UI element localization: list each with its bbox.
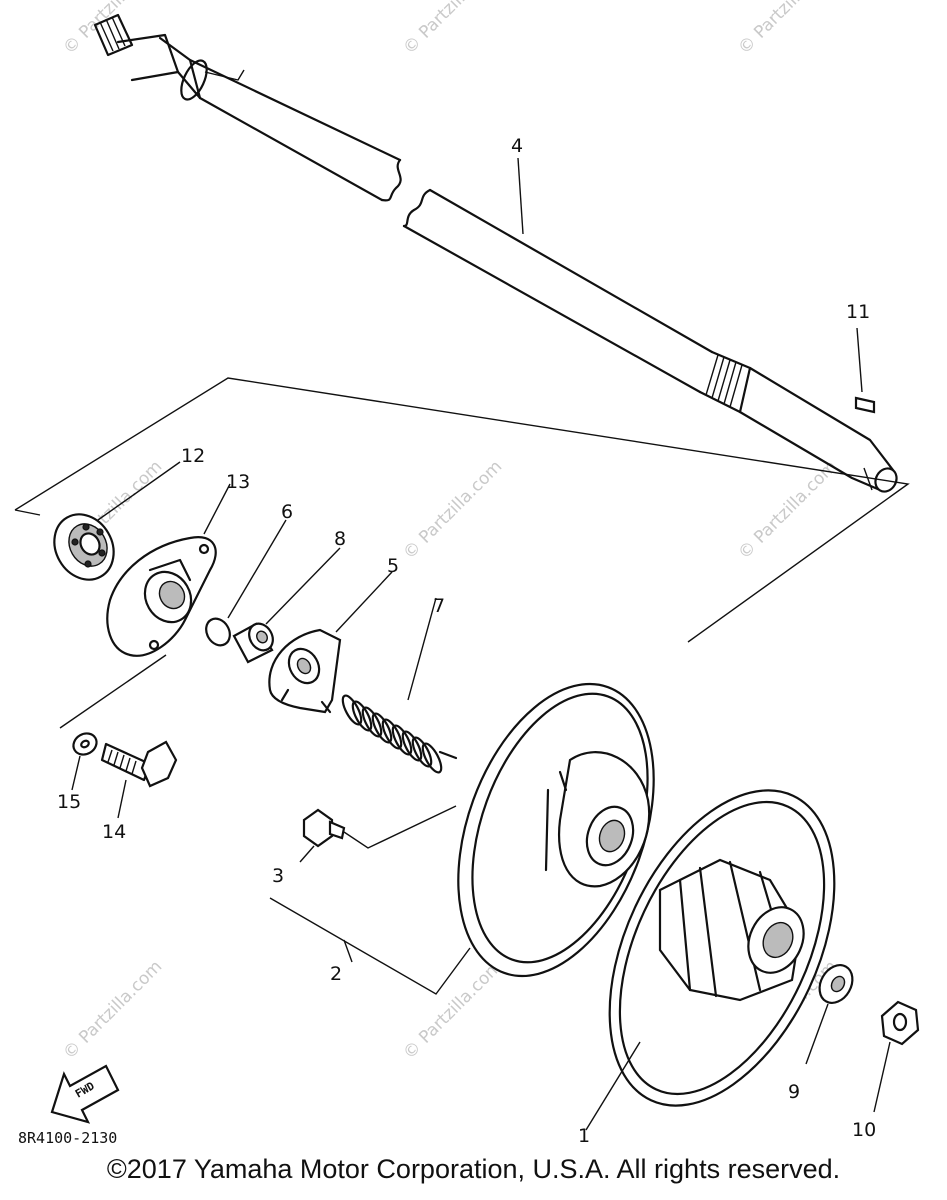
assembly-bracket <box>14 377 910 643</box>
key-part-11: 11 <box>846 301 876 414</box>
callout-5: 5 <box>387 555 399 577</box>
collar-part-8: 8 <box>232 528 346 664</box>
callout-4: 4 <box>511 135 523 157</box>
movable-sheave-part-1: 1 <box>578 789 836 1147</box>
circlip-part-6: 6 <box>205 501 293 647</box>
nut-part-10: 10 <box>852 1000 920 1141</box>
watermark: © Partzilla.com <box>59 957 166 1064</box>
washer-part-9: 9 <box>788 964 854 1103</box>
callout-15: 15 <box>57 791 81 813</box>
callout-7: 7 <box>433 595 445 617</box>
callout-12: 12 <box>181 445 205 467</box>
callout-6: 6 <box>281 501 293 523</box>
forward-arrow-icon: FWD <box>50 1064 120 1124</box>
callout-9: 9 <box>788 1081 800 1103</box>
callout-10: 10 <box>852 1119 876 1141</box>
watermark: © Partzilla.com <box>399 957 506 1064</box>
callout-1: 1 <box>578 1125 590 1147</box>
callout-13: 13 <box>226 471 250 493</box>
watermark: © Partzilla.com <box>399 457 506 564</box>
bearing-part-12: 12 <box>53 445 205 581</box>
callout-2: 2 <box>330 963 342 985</box>
callout-14: 14 <box>102 821 126 843</box>
washer-part-15: 15 <box>57 732 98 813</box>
housing-plate-part-13: 13 <box>106 471 250 657</box>
watermark: © Partzilla.com <box>399 0 506 59</box>
callout-8: 8 <box>334 528 346 550</box>
shaft-part-4: 4 <box>93 13 898 493</box>
watermark: © Partzilla.com <box>734 0 841 59</box>
assembly-bracket-lower <box>59 654 167 729</box>
callout-11: 11 <box>846 301 870 323</box>
copyright-notice: ©2017 Yamaha Motor Corporation, U.S.A. A… <box>106 1154 841 1184</box>
bolt-part-14: 14 <box>100 740 178 843</box>
callout-3: 3 <box>272 865 284 887</box>
watermark: © Partzilla.com <box>734 457 841 564</box>
fixed-sheave-part-2: 2 <box>269 682 655 995</box>
cam-part-5: 5 <box>268 555 399 714</box>
spring-part-7: 7 <box>341 595 458 774</box>
diagram-code: 8R4100-2130 <box>18 1129 117 1147</box>
slider-part-3: 3 <box>272 805 457 887</box>
